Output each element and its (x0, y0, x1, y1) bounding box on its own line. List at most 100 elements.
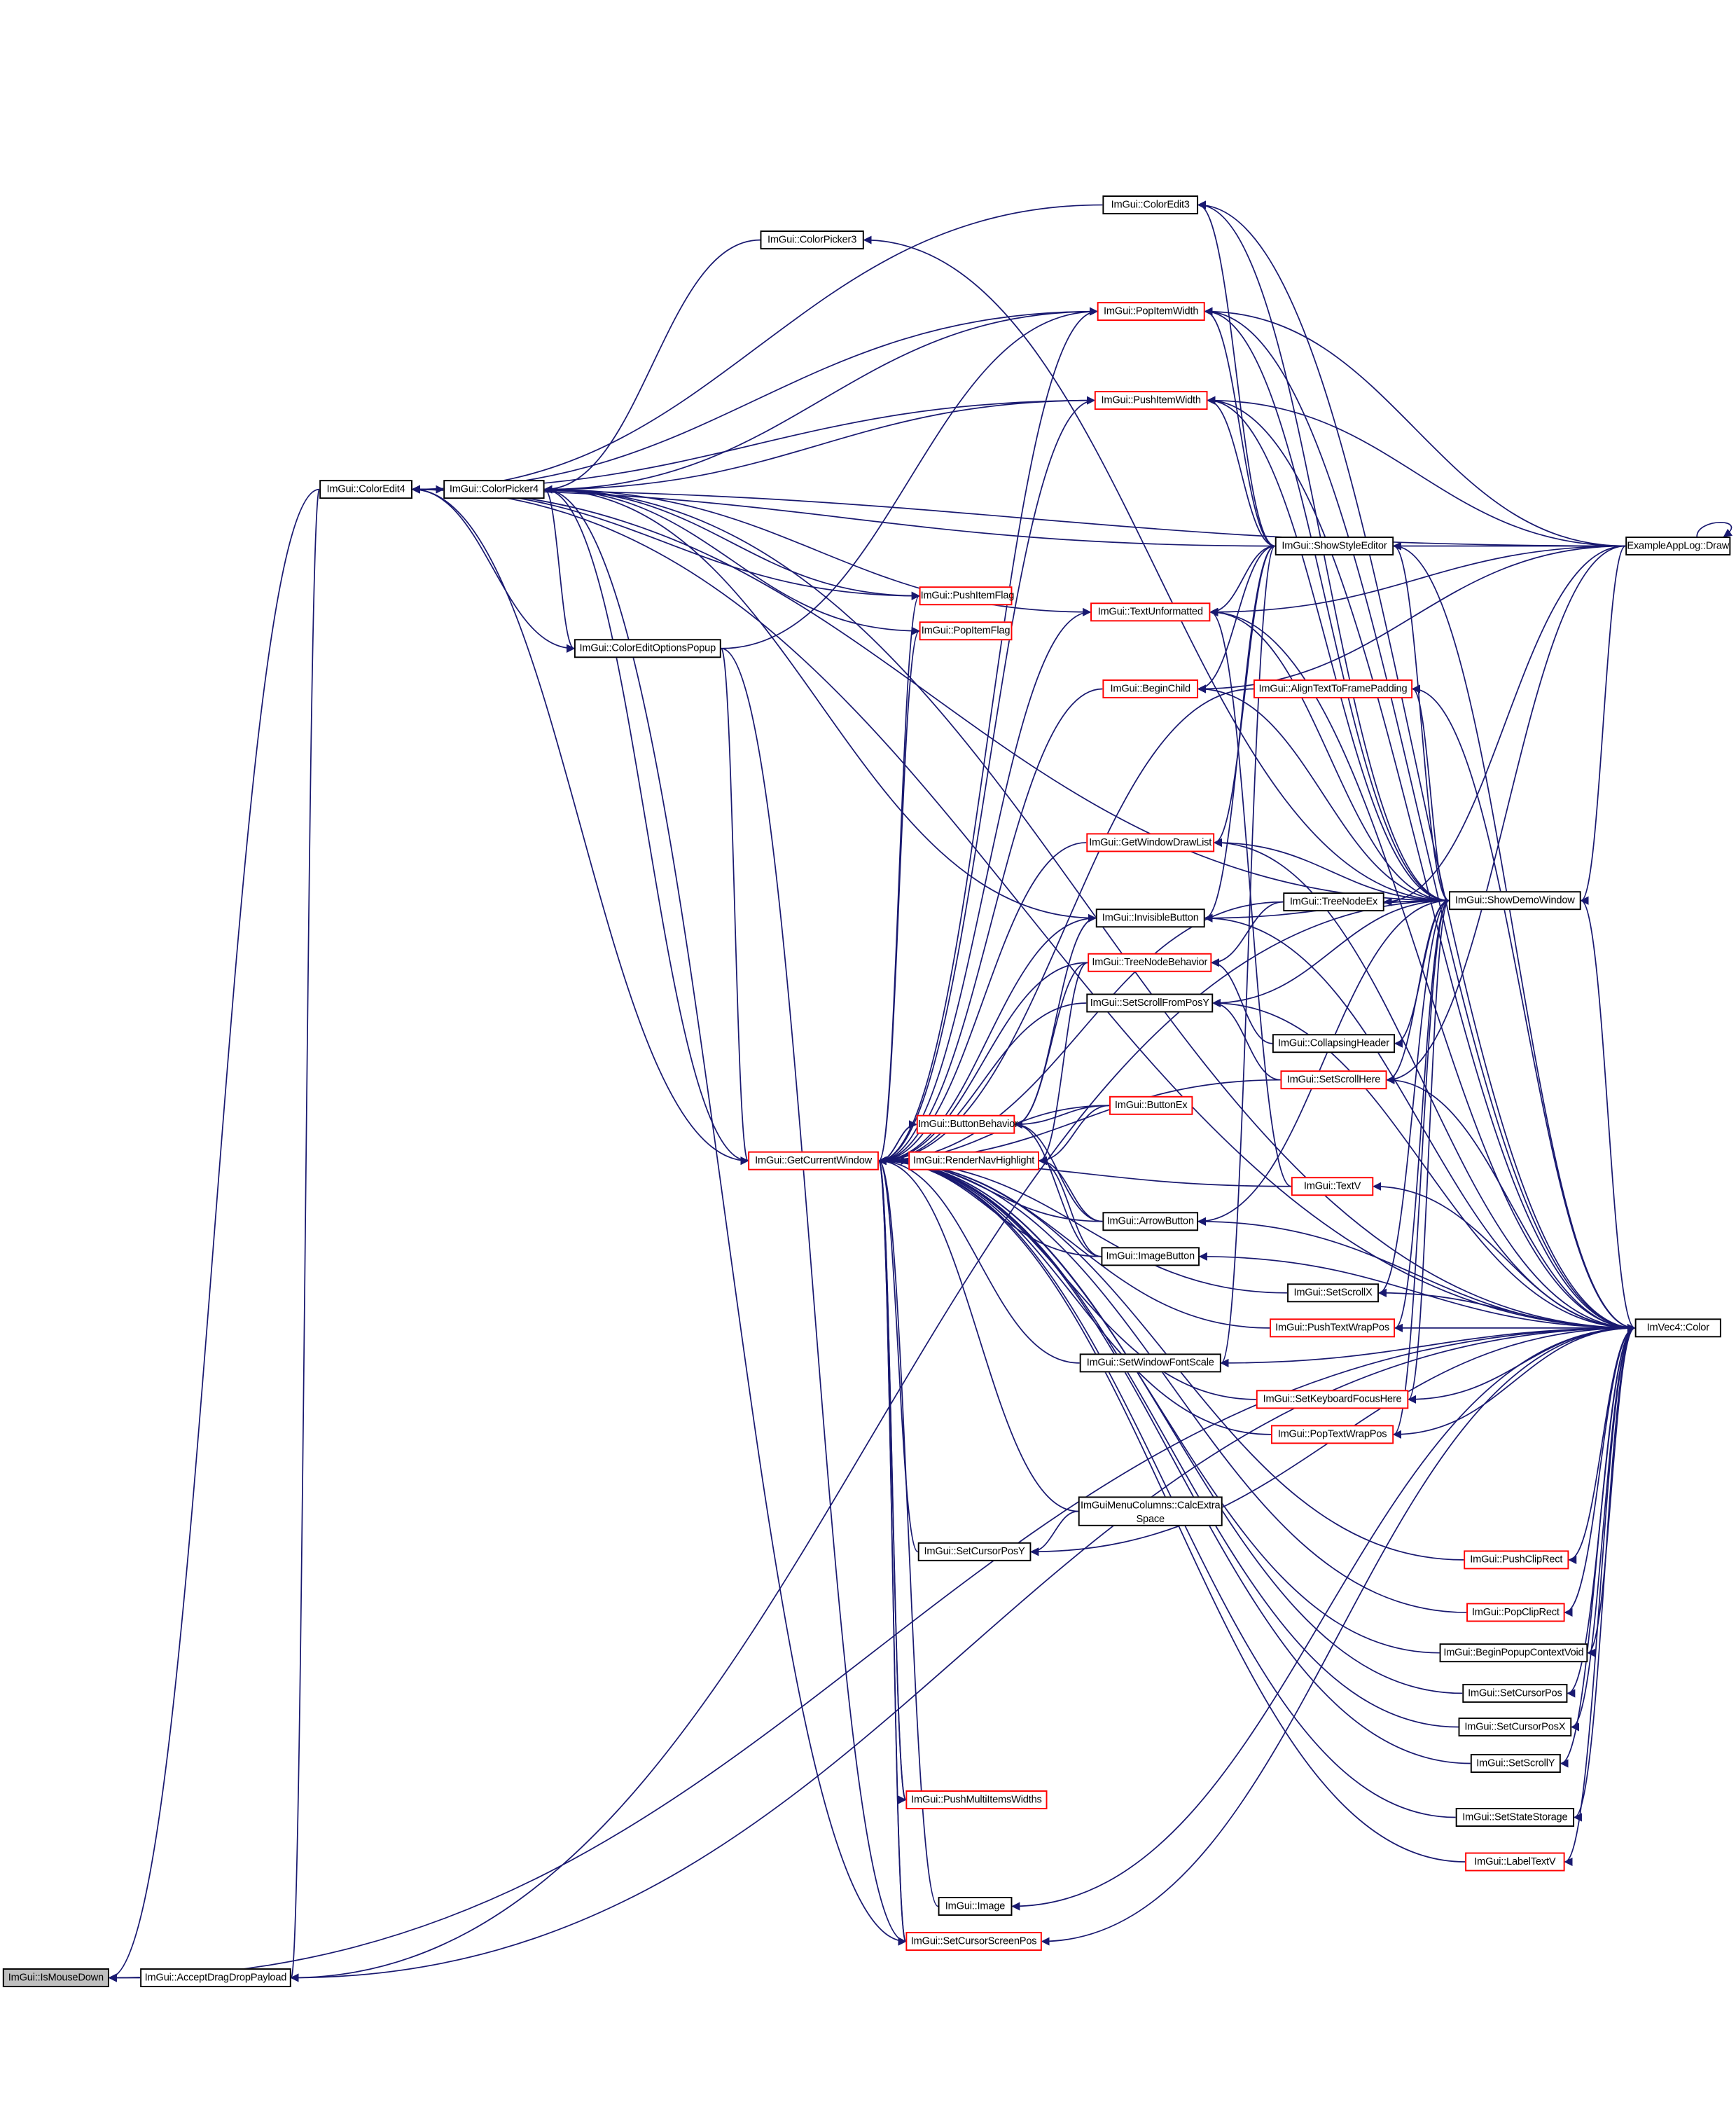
node-tree-node-behavior[interactable]: ImGui::TreeNodeBehavior (1088, 953, 1212, 972)
edge-example-app-log-draw-to-color-edit4 (411, 485, 1626, 547)
node-pop-item-width[interactable]: ImGui::PopItemWidth (1097, 302, 1205, 322)
edge-im-vec4-color-to-pop-item-width (1204, 307, 1635, 1329)
node-begin-child[interactable]: ImGui::BeginChild (1102, 679, 1199, 698)
node-get-window-draw-list[interactable]: ImGui::GetWindowDrawList (1086, 833, 1215, 852)
edge-set-scroll-here-to-set-scroll-from-pos-y (1212, 998, 1281, 1081)
node-color-edit-options-popup[interactable]: ImGui::ColorEditOptionsPopup (574, 639, 721, 658)
node-tree-node-ex[interactable]: ImGui::TreeNodeEx (1283, 892, 1384, 912)
edge-color-picker4-to-push-item-width (544, 396, 1096, 490)
node-set-scroll-x[interactable]: ImGui::SetScrollX (1287, 1283, 1379, 1303)
edge-example-app-log-draw-to-example-app-log-draw (1696, 522, 1733, 537)
node-set-scroll-from-pos-y[interactable]: ImGui::SetScrollFromPosY (1086, 993, 1214, 1013)
node-set-state-storage[interactable]: ImGui::SetStateStorage (1455, 1808, 1575, 1827)
node-render-nav-highlight[interactable]: ImGui::RenderNavHighlight (908, 1151, 1039, 1170)
edge-color-edit4-to-color-edit-options-popup (412, 488, 576, 653)
edge-show-demo-window-to-arrow-button (1197, 899, 1450, 1226)
node-show-demo-window[interactable]: ImGui::ShowDemoWindow (1449, 891, 1581, 911)
edge-image-to-get-current-window (877, 1156, 939, 1907)
node-push-text-wrap-pos[interactable]: ImGui::PushTextWrapPos (1270, 1318, 1396, 1338)
edge-set-window-font-scale-to-get-current-window (877, 1156, 1080, 1364)
node-example-app-log-draw[interactable]: ExampleAppLog::Draw (1625, 537, 1731, 555)
node-color-picker4[interactable]: ImGui::ColorPicker4 (443, 480, 545, 499)
edge-im-vec4-color-to-show-style-editor (1392, 541, 1635, 1329)
node-get-current-window[interactable]: ImGui::GetCurrentWindow (748, 1151, 879, 1170)
edge-im-vec4-color-to-push-item-width (1207, 396, 1635, 1329)
edge-im-vec4-color-to-color-edit3 (1197, 200, 1635, 1329)
edge-im-vec4-color-to-set-state-storage (1573, 1327, 1636, 1822)
node-arrow-button[interactable]: ImGui::ArrowButton (1102, 1212, 1199, 1231)
node-pop-text-wrap-pos[interactable]: ImGui::PopTextWrapPos (1270, 1425, 1394, 1444)
edge-invisible-button-to-get-current-window (877, 917, 1096, 1166)
edge-set-cursor-pos-to-get-current-window (877, 1156, 1463, 1694)
edge-show-demo-window-to-pop-item-width (1204, 307, 1450, 901)
edge-set-state-storage-to-get-current-window (877, 1156, 1456, 1818)
node-accept-drag-drop-payload[interactable]: ImGui::AcceptDragDropPayload (140, 1968, 291, 1988)
edge-color-picker4-to-pop-item-width (544, 307, 1098, 490)
edge-im-vec4-color-to-label-text-v (1564, 1327, 1635, 1866)
edge-example-app-log-draw-to-text-unformatted (1209, 545, 1626, 616)
node-push-item-flag[interactable]: ImGui::PushItemFlag (919, 586, 1014, 606)
node-image[interactable]: ImGui::Image (938, 1897, 1013, 1916)
node-calc-extra-space[interactable]: ImGuiMenuColumns::CalcExtra Space (1078, 1496, 1223, 1526)
edge-example-app-log-draw-to-show-demo-window (1580, 545, 1626, 905)
edge-show-demo-window-to-show-style-editor (1392, 541, 1450, 901)
edge-im-vec4-color-to-begin-popup-context-void (1587, 1327, 1636, 1657)
node-push-clip-rect[interactable]: ImGui::PushClipRect (1464, 1550, 1569, 1570)
edge-image-button-to-button-behavior (1014, 1120, 1102, 1257)
edge-example-app-log-draw-to-set-scroll-here (1386, 545, 1626, 1084)
node-color-picker3[interactable]: ImGui::ColorPicker3 (760, 230, 864, 250)
node-set-window-font-scale[interactable]: ImGui::SetWindowFontScale (1079, 1353, 1221, 1373)
edge-im-vec4-color-to-pop-text-wrap-pos (1392, 1327, 1635, 1439)
edge-color-edit4-to-accept-drag-drop-payload (290, 488, 320, 1982)
edge-color-picker3-to-color-picker4 (543, 239, 761, 494)
edge-show-style-editor-to-color-edit3 (1197, 200, 1275, 547)
edge-show-style-editor-to-text-unformatted (1209, 545, 1275, 616)
node-collapsing-header[interactable]: ImGui::CollapsingHeader (1272, 1034, 1396, 1053)
edge-color-edit4-to-pop-item-width (412, 307, 1098, 490)
edge-im-vec4-color-to-pop-clip-rect (1564, 1327, 1635, 1617)
node-set-cursor-pos-y[interactable]: ImGui::SetCursorPosY (917, 1542, 1032, 1561)
node-pop-clip-rect[interactable]: ImGui::PopClipRect (1466, 1603, 1565, 1622)
node-text-unformatted[interactable]: ImGui::TextUnformatted (1090, 602, 1211, 622)
edge-color-picker4-to-im-vec4-color (544, 488, 1636, 1332)
edge-example-app-log-draw-to-push-item-width (1207, 396, 1626, 547)
node-label-text-v[interactable]: ImGui::LabelTextV (1465, 1852, 1565, 1872)
edge-show-style-editor-to-push-item-width (1207, 396, 1275, 547)
node-push-item-width[interactable]: ImGui::PushItemWidth (1094, 391, 1208, 410)
node-is-mouse-down[interactable]: ImGui::IsMouseDown (2, 1968, 109, 1988)
node-image-button[interactable]: ImGui::ImageButton (1101, 1247, 1200, 1266)
node-set-scroll-y[interactable]: ImGui::SetScrollY (1470, 1754, 1561, 1773)
edge-im-vec4-color-to-image-button (1198, 1252, 1635, 1329)
edge-tree-node-behavior-to-get-current-window (877, 962, 1088, 1166)
edge-show-demo-window-to-pop-text-wrap-pos (1392, 899, 1450, 1439)
node-color-edit3[interactable]: ImGui::ColorEdit3 (1102, 195, 1199, 215)
edge-set-cursor-pos-y-to-get-current-window (877, 1156, 919, 1553)
node-set-cursor-pos-x[interactable]: ImGui::SetCursorPosX (1458, 1718, 1572, 1737)
node-pop-item-flag[interactable]: ImGui::PopItemFlag (919, 621, 1013, 641)
node-align-text-to-frame-padding[interactable]: ImGui::AlignTextToFramePadding (1253, 679, 1413, 698)
edge-show-demo-window-to-align-text-to-frame-padding (1411, 684, 1450, 901)
edge-set-scroll-y-to-get-current-window (877, 1156, 1471, 1764)
node-text-v[interactable]: ImGui::TextV (1291, 1177, 1374, 1196)
edge-color-edit-options-popup-to-set-cursor-screen-pos (721, 647, 907, 1946)
node-set-cursor-pos[interactable]: ImGui::SetCursorPos (1462, 1683, 1568, 1703)
node-set-cursor-screen-pos[interactable]: ImGui::SetCursorScreenPos (905, 1932, 1042, 1951)
node-color-edit4[interactable]: ImGui::ColorEdit4 (319, 480, 412, 499)
edge-pop-text-wrap-pos-to-get-current-window (877, 1156, 1271, 1435)
node-set-keyboard-focus-here[interactable]: ImGui::SetKeyboardFocusHere (1256, 1390, 1409, 1409)
edge-color-picker4-to-set-cursor-screen-pos (544, 488, 907, 1946)
node-button-ex[interactable]: ImGui::ButtonEx (1109, 1096, 1193, 1115)
edge-color-edit-options-popup-to-pop-item-width (721, 307, 1098, 649)
edge-tree-node-ex-to-get-current-window (877, 901, 1284, 1166)
node-show-style-editor[interactable]: ImGui::ShowStyleEditor (1275, 537, 1394, 555)
edge-example-app-log-draw-to-tree-node-ex (1383, 545, 1626, 906)
edge-show-demo-window-to-accept-drag-drop-payload (290, 899, 1450, 1982)
node-set-scroll-here[interactable]: ImGui::SetScrollHere (1280, 1070, 1387, 1090)
node-invisible-button[interactable]: ImGui::InvisibleButton (1095, 909, 1205, 928)
node-im-vec4-color[interactable]: ImVec4::Color (1634, 1318, 1721, 1338)
node-begin-popup-context-void[interactable]: ImGui::BeginPopupContextVoid (1439, 1643, 1588, 1663)
node-button-behavior[interactable]: ImGui::ButtonBehavior (916, 1114, 1018, 1134)
node-push-multi-items-widths[interactable]: ImGui::PushMultiItemsWidths (905, 1790, 1048, 1809)
